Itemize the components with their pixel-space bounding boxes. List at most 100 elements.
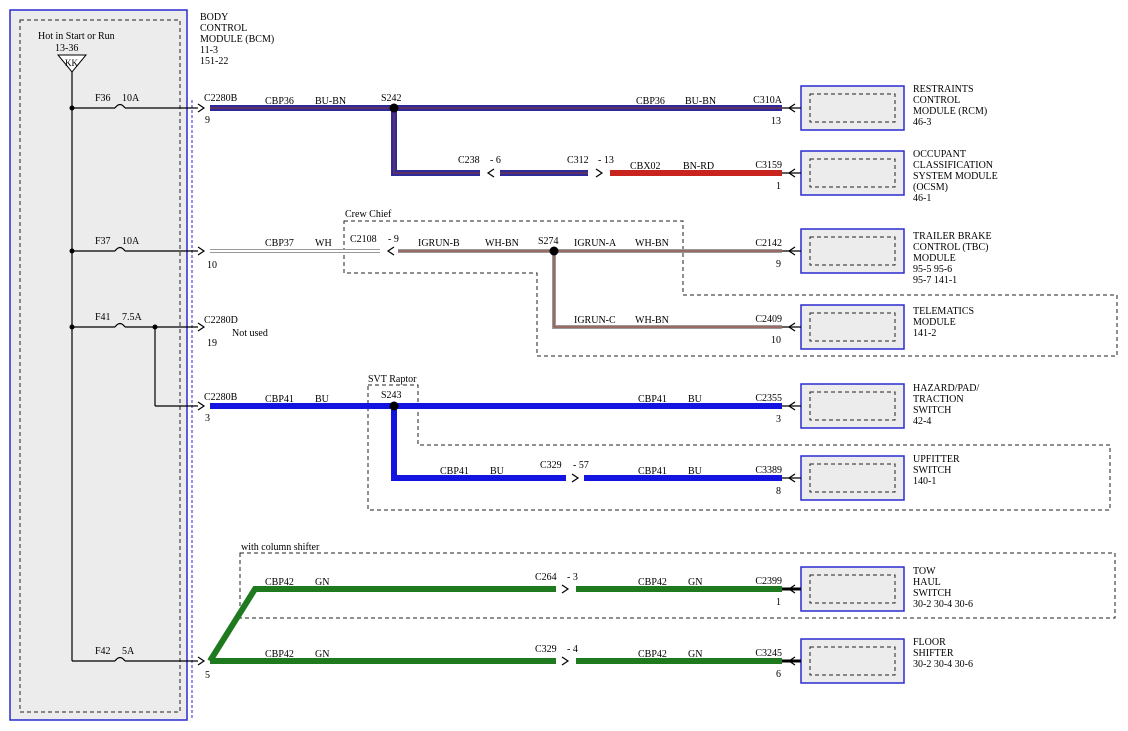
conn-c329-b-label: C329 <box>535 644 557 655</box>
module-name-line: 140-1 <box>913 476 936 487</box>
wire-igrun-c-color: WH-BN <box>635 315 669 326</box>
module-inner-dashed <box>809 236 896 266</box>
conn-c264-pin: - 3 <box>567 572 578 583</box>
module-name-line: 141-2 <box>913 328 936 339</box>
conn-c329-b-pin: - 4 <box>567 644 578 655</box>
wire-cbp42-c-circuit: CBP42 <box>265 649 294 660</box>
module-name-line: TRACTION <box>913 394 964 405</box>
wire-cbp42-b-color: GN <box>688 577 702 588</box>
module-pin-chevron <box>787 322 796 332</box>
bcm-title-2: CONTROL <box>200 23 247 34</box>
module-box <box>800 566 905 612</box>
module-pin-number: 1 <box>776 181 781 192</box>
wire-cbp42-d-circuit: CBP42 <box>638 649 667 660</box>
module-name-line: 30-2 30-4 30-6 <box>913 659 973 670</box>
wire-igrun-a-color: WH-BN <box>635 238 669 249</box>
column-shifter-label: with column shifter <box>241 542 320 553</box>
module-connector-label: C2142 <box>755 238 782 249</box>
module-pin-chevron <box>787 656 796 666</box>
bcm-hot-label: Hot in Start or Run <box>38 31 115 42</box>
fuse-f42-id: F42 <box>95 646 111 657</box>
module-box <box>800 455 905 501</box>
module-inner-dashed <box>809 312 896 342</box>
conn-c264-label: C264 <box>535 572 557 583</box>
wire-cbp36-b-circuit: CBP36 <box>636 96 665 107</box>
splice-s274 <box>549 246 559 256</box>
bcm-pin-chevrons <box>197 103 206 666</box>
bcm-title-5: 151-22 <box>200 56 228 67</box>
module-name-line: UPFITTER <box>913 454 960 465</box>
module-name-line: (OCSM) <box>913 182 948 193</box>
fuse-f36-rating: 10A <box>122 93 140 104</box>
fuse-f41-rating: 7.5A <box>122 312 143 323</box>
splice-s243 <box>389 401 399 411</box>
circuit-cbp42: C264 - 3 C329 - 4 CBP42 GN CBP42 GN CBP4… <box>207 572 782 666</box>
module-name-line: SWITCH <box>913 465 951 476</box>
module-name-line: CONTROL <box>913 95 960 106</box>
module-name-line: 46-1 <box>913 193 931 204</box>
fuse-f37-id: F37 <box>95 236 111 247</box>
splice-s242 <box>389 103 399 113</box>
module-name-line: 42-4 <box>913 416 931 427</box>
module-inner-dashed <box>809 93 896 123</box>
module-connector-label: C2409 <box>755 314 782 325</box>
bcm-outer-box <box>9 9 188 721</box>
module-connector-label: C2355 <box>755 393 782 404</box>
bcm-title-1: BODY <box>200 12 228 23</box>
kk-fuse-symbol <box>56 54 88 73</box>
bcm-pin-10: 10 <box>207 260 217 271</box>
bcm-pin-9: 9 <box>205 115 210 126</box>
wire-cbx02-color: BN-RD <box>683 161 714 172</box>
module-connector-label: C3245 <box>755 648 782 659</box>
wire-cbp41-d-color: BU <box>688 466 703 477</box>
wire-cbx02-circuit: CBX02 <box>630 161 661 172</box>
module-name-line: 46-3 <box>913 117 931 128</box>
module-connector-label: C3389 <box>755 465 782 476</box>
circuit-cbp37: S274 C2108 - 9 CBP37 WH IGRUN-B WH-BN IG… <box>210 234 782 329</box>
kk-label: KK <box>65 58 78 68</box>
module-connector-label: C3159 <box>755 160 782 171</box>
module-pin-number: 3 <box>776 414 781 425</box>
module-box <box>800 383 905 429</box>
module-box <box>800 228 905 274</box>
wire-cbp42-d-color: GN <box>688 649 702 660</box>
bcm-title-3: MODULE (BCM) <box>200 34 274 45</box>
wire-cbp42-a-color: GN <box>315 577 329 588</box>
wire-cbp41-b-circuit: CBP41 <box>638 394 667 405</box>
bcm-pin-3: 3 <box>205 413 210 424</box>
bcm-pin-c2280b-label: C2280B <box>204 93 238 104</box>
wire-cbp41-b-color: BU <box>688 394 703 405</box>
conn-c2108-label: C2108 <box>350 234 377 245</box>
bcm-pin-c2280d-label: C2280D <box>204 315 238 326</box>
module-pin-chevron <box>787 103 796 113</box>
splice-s243-label: S243 <box>381 390 402 401</box>
bcm-pin-not-used: Not used <box>232 328 268 339</box>
module-name-line: MODULE <box>913 253 956 264</box>
module-name-line: TELEMATICS <box>913 306 974 317</box>
module-pin-chevron <box>787 246 796 256</box>
module-name-line: RESTRAINTS <box>913 84 974 95</box>
circuit-cbp41: S243 C329 - 57 CBP41 BU CBP41 BU CBP41 B… <box>210 390 782 483</box>
bcm-pin-c2280b-label-2: C2280B <box>204 392 238 403</box>
conn-c238-label: C238 <box>458 155 480 166</box>
module-name-line: 30-2 30-4 30-6 <box>913 599 973 610</box>
module-pin-number: 9 <box>776 259 781 270</box>
circuit-cbp36: S242 CBP36 BU-BN CBP36 BU-BN CBX02 BN-RD… <box>210 93 782 178</box>
wire-cbp41-a-circuit: CBP41 <box>265 394 294 405</box>
module-pin-number: 8 <box>776 486 781 497</box>
module-box <box>800 304 905 350</box>
module-name-line: SYSTEM MODULE <box>913 171 998 182</box>
wire-igrun-c-circuit: IGRUN-C <box>574 315 616 326</box>
wire-igrun-b-circuit: IGRUN-B <box>418 238 460 249</box>
module-pin-chevron <box>787 168 796 178</box>
conn-c312-pin: - 13 <box>598 155 614 166</box>
wire-cbp42-c-color: GN <box>315 649 329 660</box>
module-connector-label: C2399 <box>755 576 782 587</box>
module-name-line: CONTROL (TBC) <box>913 242 988 253</box>
conn-c329-a-pin: - 57 <box>573 460 589 471</box>
